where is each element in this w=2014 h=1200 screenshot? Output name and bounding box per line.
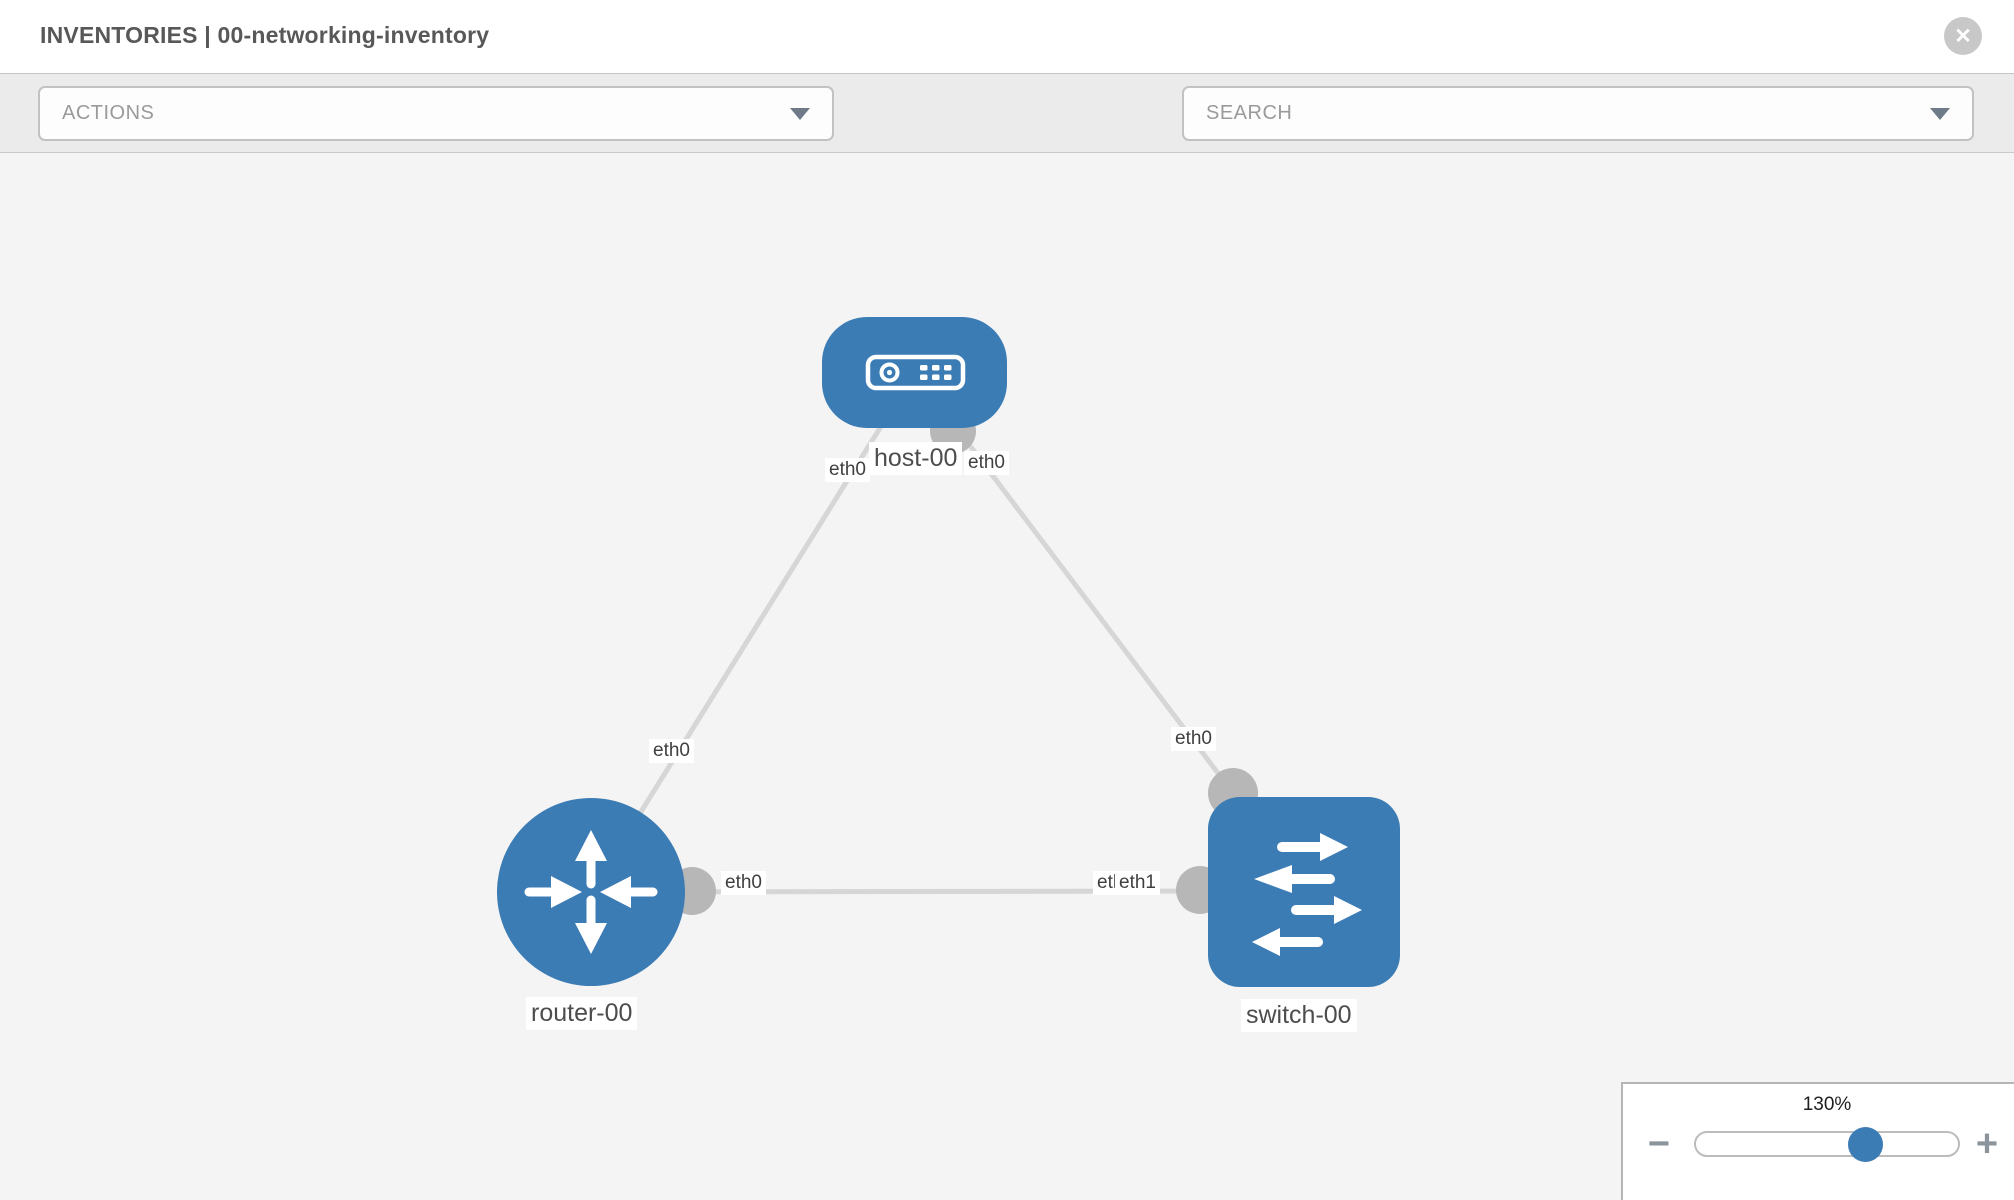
actions-dropdown-label: ACTIONS [62,102,155,124]
if-label-router-eth0: eth0 [721,871,766,895]
actions-dropdown[interactable]: ACTIONS [38,86,834,141]
zoom-slider-track[interactable] [1694,1131,1960,1157]
zoom-in-button[interactable]: + [1975,1123,1999,1165]
toolbar: ACTIONS [0,73,2014,204]
host-icon [865,354,966,391]
close-button[interactable]: ✕ [1944,17,1982,55]
chevron-down-icon [790,107,810,120]
close-icon: ✕ [1954,24,1972,48]
page-title: INVENTORIES | 00-networking-inventory [40,22,490,48]
search-dropdown[interactable]: SEARCH [1182,86,1974,141]
chevron-down-icon [1930,107,1950,120]
node-switch-00[interactable] [1208,797,1400,987]
node-label-switch: switch-00 [1241,999,1357,1032]
topology-canvas[interactable]: host-00 router-00 switch-00 eth0 eth0 et… [0,153,2014,1200]
if-label-link2-eth0: eth0 [1171,727,1216,751]
switch-icon [1252,833,1362,956]
zoom-slider-thumb[interactable] [1848,1127,1883,1162]
node-host-00[interactable] [822,317,1007,428]
if-label-host-eth0-left: eth0 [825,458,870,482]
if-label-switch-eth1: eth1 [1115,871,1160,895]
zoom-control-panel: 130% − + [1621,1082,2014,1200]
if-label-host-eth0-right: eth0 [964,451,1009,475]
port-group [668,408,1258,915]
search-input-placeholder: SEARCH [1206,102,1293,124]
node-router-00[interactable] [497,798,685,986]
if-label-link1-eth0: eth0 [649,739,694,763]
header: INVENTORIES | 00-networking-inventory ✕ [0,0,2014,73]
zoom-level-value: 130% [1802,1094,1852,1115]
node-label-router: router-00 [526,997,638,1030]
router-icon [524,830,658,954]
node-label-host: host-00 [869,442,963,475]
zoom-out-button[interactable]: − [1647,1123,1671,1165]
